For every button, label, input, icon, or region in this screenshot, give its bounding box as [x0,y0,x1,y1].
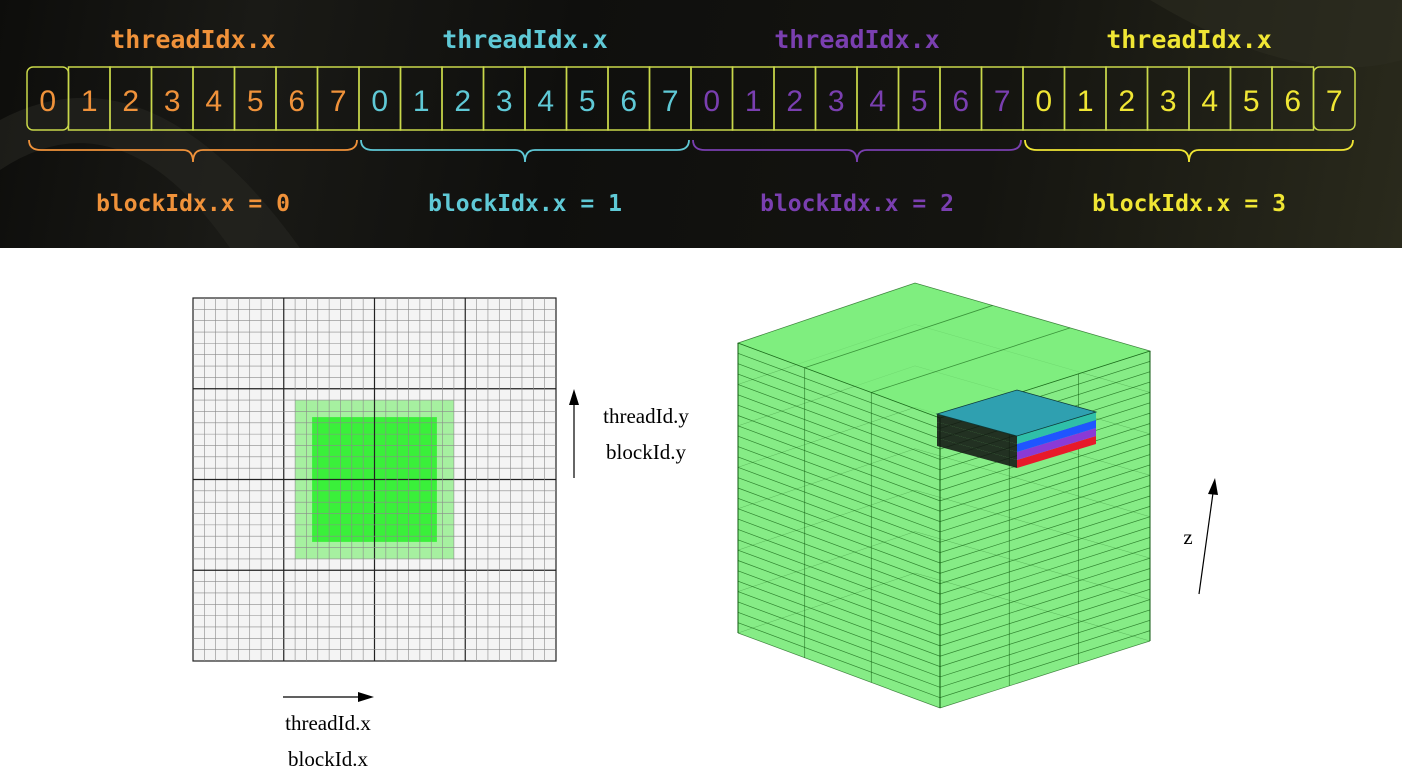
block-brace [692,139,1022,163]
z-axis-label: z [1183,525,1192,549]
tile-layer-side-right [1017,420,1096,452]
tile-top-face [935,389,1098,437]
cube-back-edge [737,489,1151,559]
grid-2d-diagram: threadId.x blockId.x threadId.y blockId.y z [192,282,1218,771]
thread-index: 3 [828,85,845,118]
cube-3d-diagram [736,282,1152,709]
thread-idx-label: threadIdx.x [110,25,276,54]
thread-index: 3 [496,85,513,118]
block-idx-label: blockIdx.x = 1 [428,191,622,217]
arrow-head [569,389,579,405]
tile-layer-side-left [937,422,1017,452]
block-idx-label: blockIdx.x = 2 [760,191,954,217]
block-idx-label: blockIdx.x = 3 [1092,191,1286,217]
thread-index: 0 [703,85,720,118]
cube-block-divider [871,327,1071,393]
block-brace [360,139,690,163]
thread-idx-label: threadIdx.x [1106,25,1272,54]
x-axis-arrow [283,692,374,702]
thread-index: 5 [579,85,596,118]
block-brace [28,139,358,163]
tile-layer-side-left [937,430,1017,460]
thread-index: 0 [39,85,56,118]
thread-index: 7 [662,85,679,118]
thread-index: 5 [911,85,928,118]
thread-index: 1 [81,85,98,118]
thread-index: 3 [164,85,181,118]
background-streak [0,97,300,249]
arrow-head [358,692,374,702]
thread-index: 6 [952,85,969,118]
cube-back-edge [737,448,1151,517]
thread-cell [1312,66,1356,131]
thread-index: 2 [786,85,803,118]
thread-index: 7 [994,85,1011,118]
thread-index: 1 [1077,85,1094,118]
arrow-shaft [1198,492,1214,595]
tile-layer-side-right [1017,436,1096,468]
y-axis-arrow [569,389,579,478]
block-idx-label: blockIdx.x = 0 [96,191,290,217]
thread-index: 6 [288,85,305,118]
thread-index: 4 [869,85,886,118]
tile-layer-side-right [1017,412,1096,444]
arrow-head [1208,478,1218,495]
cube-back-edge [737,572,1151,642]
thread-index: 1 [413,85,430,118]
thread-index: 0 [1035,85,1052,118]
thread-index: 4 [1201,85,1218,118]
thread-index: 7 [330,85,347,118]
block-brace [1024,139,1354,163]
thread-index: 2 [1118,85,1135,118]
thread-index: 0 [371,85,388,118]
active-tile-stack [935,389,1098,468]
x-axis-label-thread: threadId.x [285,711,371,735]
thread-index: 2 [122,85,139,118]
cube-body [738,283,1150,708]
thread-index: 4 [205,85,222,118]
thread-idx-label: threadIdx.x [442,25,608,54]
tile-layer-side-left [937,438,1017,468]
thread-idx-label: threadIdx.x [774,25,940,54]
thread-index: 4 [537,85,554,118]
tile-layer-side-left [937,414,1017,444]
thread-index: 2 [454,85,471,118]
thread-index: 5 [1243,85,1260,118]
background-streak [1150,0,1402,68]
thread-index: 1 [745,85,762,118]
grid-illustrations: threadId.x blockId.x threadId.y blockId.y z [0,248,1402,779]
x-axis-label-block: blockId.x [288,747,368,771]
thread-index: 7 [1326,85,1343,118]
y-axis-label-block: blockId.y [606,440,686,464]
thread-index: 6 [620,85,637,118]
y-axis-label-thread: threadId.y [603,404,689,428]
thread-index: 3 [1160,85,1177,118]
cube-back-edge [737,531,1151,600]
tile-layer-side-right [1017,428,1096,460]
cube-block-divider [804,305,993,369]
z-axis-arrow [1198,478,1218,595]
thread-index: 6 [1284,85,1301,118]
thread-index: 5 [247,85,264,118]
